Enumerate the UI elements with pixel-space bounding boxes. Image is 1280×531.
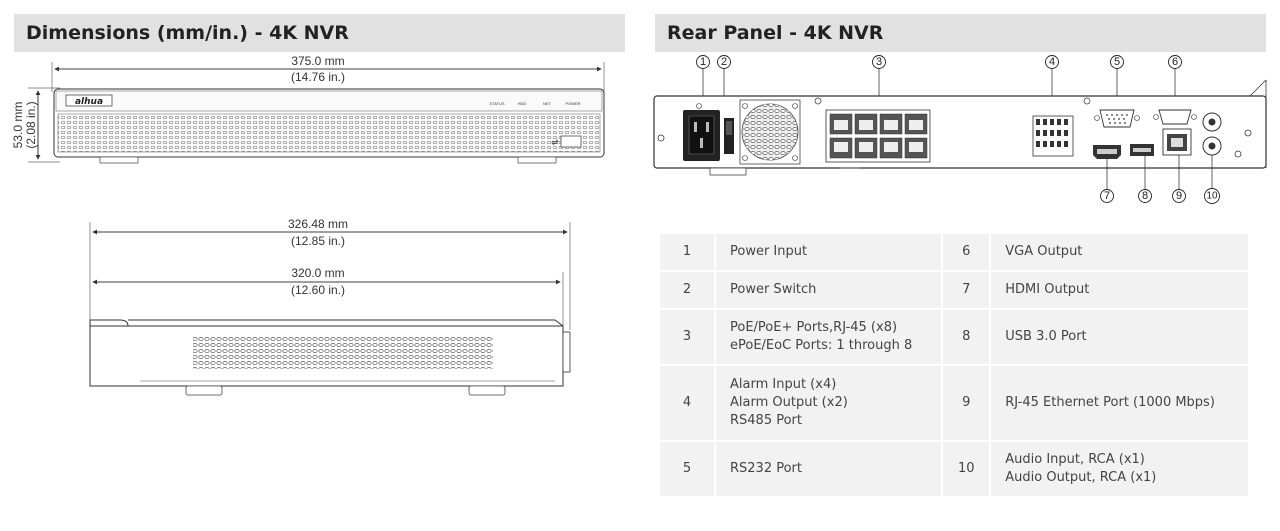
legend-row: 4 Alarm Input (x4) Alarm Output (x2) RS485 … (660, 366, 1248, 440)
svg-text:8: 8 (1142, 190, 1148, 202)
power-input-port (683, 103, 720, 161)
rear-panel-title: Rear Panel - 4K NVR (655, 14, 1266, 52)
legend-item-description: Audio Input, RCA (x1) Audio Output, RCA (… (991, 442, 1248, 496)
legend-line: USB 3.0 Port (1005, 329, 1087, 344)
legend-line: RJ-45 Ethernet Port (1000 Mbps) (1005, 395, 1215, 410)
callout-5: 5 (1110, 55, 1124, 110)
side-overall-dimension: 326.48 mm (12.85 in.) (89, 217, 571, 330)
side-foot-right (468, 385, 506, 396)
legend-item-description: RJ-45 Ethernet Port (1000 Mbps) (991, 366, 1248, 440)
height-mm: 53.0 mm (11, 102, 25, 149)
svg-text:10: 10 (1206, 191, 1218, 202)
legend-item-number: 2 (660, 272, 714, 308)
svg-text:9: 9 (1176, 190, 1182, 202)
legend-line: Audio Input, RCA (x1) (1005, 452, 1145, 467)
callout-1: 1 (696, 55, 710, 110)
rs232-port (1153, 109, 1197, 125)
nvr-side-view (89, 319, 571, 396)
legend-line: Power Input (730, 244, 808, 259)
svg-text:7: 7 (1104, 190, 1110, 202)
callout-9: 9 (1172, 155, 1186, 203)
height-dimension: 53.0 mm (2.08 in.) (11, 87, 60, 163)
front-width-in: (14.76 in.) (291, 70, 345, 84)
svg-text:3: 3 (876, 56, 882, 68)
hdmi-port (1093, 145, 1121, 159)
callout-3: 3 (872, 55, 886, 110)
callout-7: 7 (1100, 159, 1114, 203)
indicator-hdd: HDD (518, 101, 527, 106)
side-body-dimension: 320.0 mm (12.60 in.) (92, 266, 564, 330)
rear-panel-legend-table: 1 Power Input 6 VGA Output 2 Power Switch 7 HDM… (658, 232, 1250, 498)
side-body-mm: 320.0 mm (291, 266, 344, 280)
legend-line: HDMI Output (1005, 282, 1090, 297)
callout-10: 10 (1204, 155, 1220, 204)
poe-ports (825, 109, 931, 163)
legend-item-number: 8 (943, 310, 990, 364)
svg-text:alhua: alhua (75, 97, 103, 107)
legend-item-number: 9 (943, 366, 990, 440)
legend-item-description: USB 3.0 Port (991, 310, 1248, 364)
alarm-terminal-block (1032, 115, 1074, 157)
legend-item-number: 3 (660, 310, 714, 364)
legend-item-number: 1 (660, 234, 714, 270)
legend-item-number: 6 (943, 234, 990, 270)
indicator-net: NET (543, 101, 552, 106)
front-width-dimension: 375.0 mm (14.76 in.) (51, 54, 605, 92)
legend-row: 1 Power Input 6 VGA Output (660, 234, 1248, 270)
side-foot-left (185, 385, 223, 396)
legend-line: Alarm Output (x2) (730, 395, 848, 410)
svg-text:5: 5 (1114, 56, 1120, 68)
legend-item-description: VGA Output (991, 234, 1248, 270)
front-foot-right (517, 156, 557, 164)
front-usb-label (560, 135, 582, 148)
fan (739, 99, 801, 165)
callout-2: 2 (717, 55, 731, 118)
nvr-front-view: alhua STATUS HDD NET POWER ⇌ (53, 88, 605, 164)
brand-logo (65, 94, 113, 107)
callout-8: 8 (1138, 156, 1152, 203)
side-body-in: (12.60 in.) (291, 283, 345, 297)
vga-port (1094, 109, 1140, 128)
usb-icon: ⇌ (551, 138, 559, 148)
svg-text:6: 6 (1172, 56, 1178, 68)
legend-line: RS485 Port (730, 413, 803, 428)
legend-item-number: 7 (943, 272, 990, 308)
usb-port (1130, 144, 1154, 156)
legend-line: PoE/PoE+ Ports,RJ-45 (x8) (730, 320, 898, 335)
legend-line: VGA Output (1005, 244, 1083, 259)
legend-item-description: RS232 Port (716, 442, 942, 496)
side-overall-in: (12.85 in.) (291, 234, 345, 248)
svg-text:1: 1 (700, 56, 706, 68)
legend-line: Audio Output, RCA (x1) (1005, 470, 1157, 485)
indicator-power: POWER (565, 101, 580, 106)
legend-line: RS232 Port (730, 461, 803, 476)
legend-item-description: Power Input (716, 234, 942, 270)
power-switch (724, 118, 734, 154)
legend-item-description: Alarm Input (x4) Alarm Output (x2) RS485 P… (716, 366, 942, 440)
legend-line: Alarm Input (x4) (730, 377, 837, 392)
legend-item-number: 4 (660, 366, 714, 440)
legend-item-description: HDMI Output (991, 272, 1248, 308)
audio-rca-ports (1202, 112, 1222, 156)
legend-line: Power Switch (730, 282, 817, 297)
indicator-status: STATUS (489, 101, 505, 106)
dimensions-title: Dimensions (mm/in.) - 4K NVR (14, 14, 625, 52)
svg-text:4: 4 (1049, 56, 1055, 68)
ethernet-port (1162, 128, 1192, 156)
rear-panel-drawing: 1 2 3 4 5 6 (653, 55, 1267, 204)
legend-item-number: 5 (660, 442, 714, 496)
legend-item-number: 10 (943, 442, 990, 496)
svg-text:2: 2 (721, 56, 727, 68)
height-in: (2.08 in.) (24, 101, 38, 148)
side-overall-mm: 326.48 mm (288, 217, 348, 231)
legend-row: 3 PoE/PoE+ Ports,RJ-45 (x8) ePoE/EoC Ports… (660, 310, 1248, 364)
front-foot-left (99, 156, 139, 164)
legend-item-description: Power Switch (716, 272, 942, 308)
legend-item-description: PoE/PoE+ Ports,RJ-45 (x8) ePoE/EoC Ports:… (716, 310, 942, 364)
legend-line: ePoE/EoC Ports: 1 through 8 (730, 338, 913, 353)
legend-row: 2 Power Switch 7 HDMI Output (660, 272, 1248, 308)
front-width-mm: 375.0 mm (291, 54, 344, 68)
